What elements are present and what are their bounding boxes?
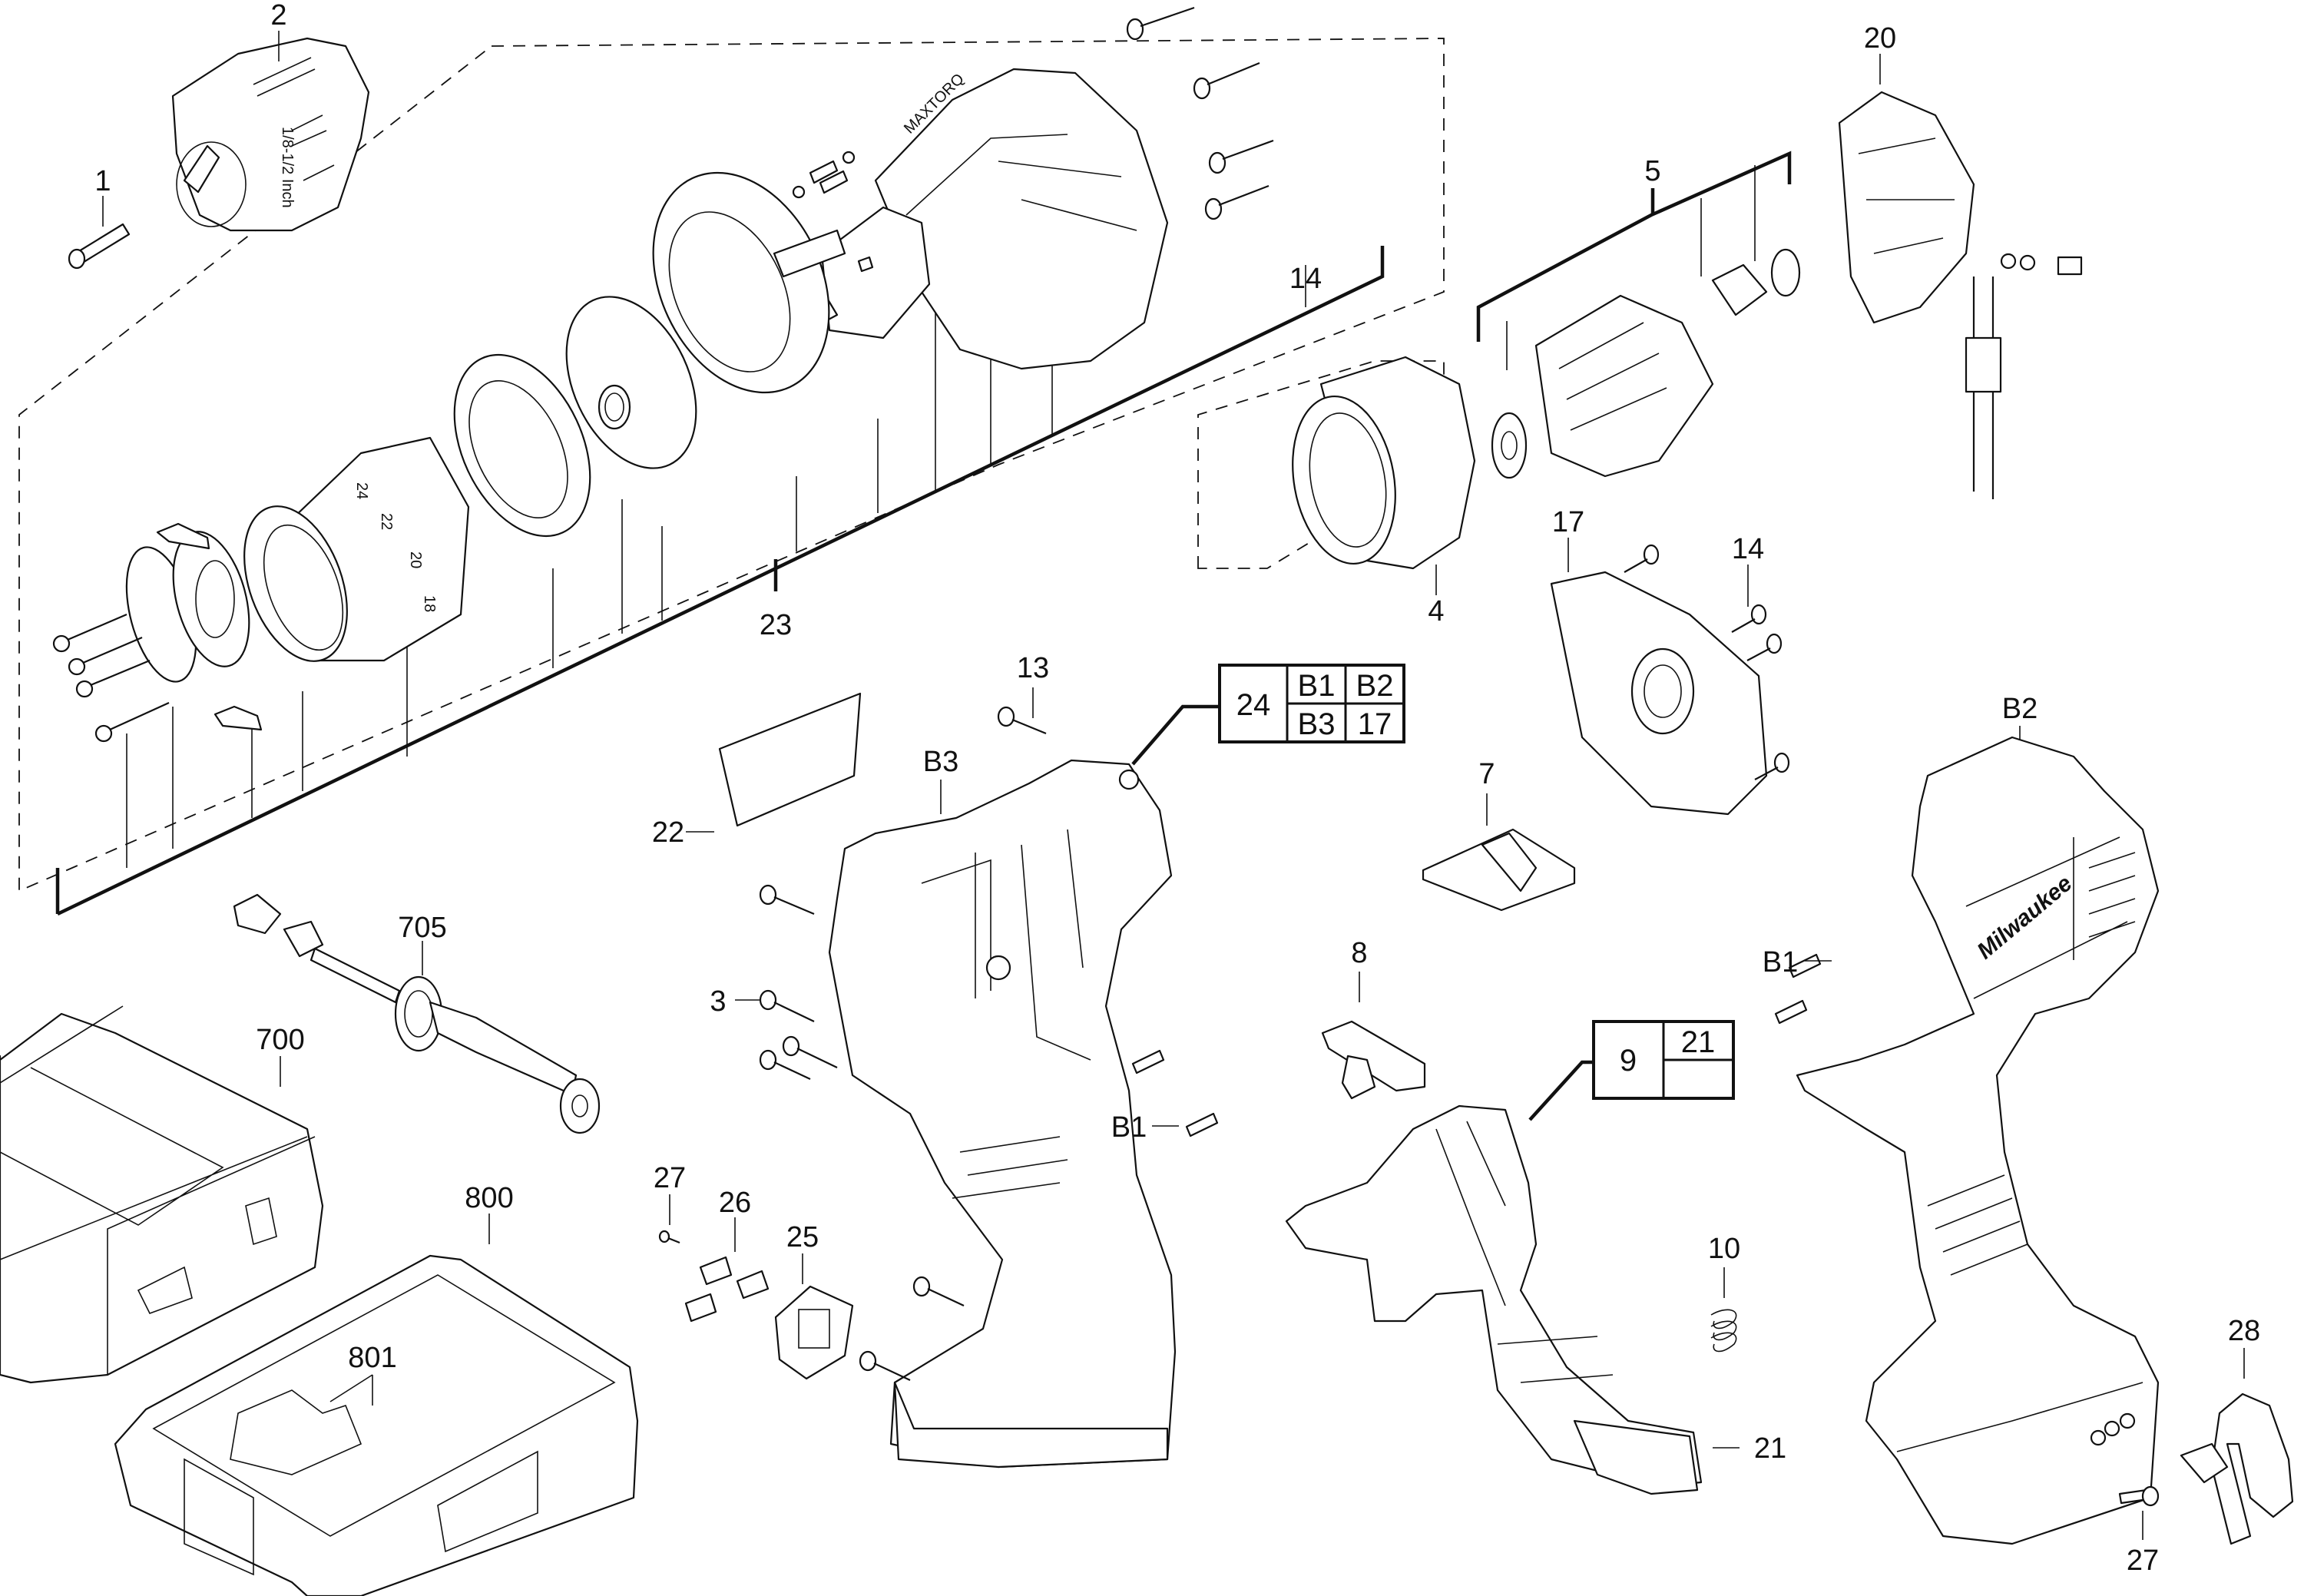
part-17-end-plate — [1550, 538, 1790, 816]
clutch-collar: 24 22 20 18 — [243, 436, 470, 662]
label-22: 22 — [652, 816, 684, 849]
label-801: 801 — [348, 1342, 396, 1374]
label-27-left: 27 — [654, 1162, 686, 1194]
gearbox-assembly-envelope — [18, 38, 1445, 892]
kit-9-main: 9 — [1620, 1044, 1637, 1078]
part-26-clips — [684, 1217, 770, 1323]
part-b1-pins-right — [1774, 953, 1832, 1025]
label-21: 21 — [1754, 1432, 1786, 1465]
label-705: 705 — [398, 912, 446, 944]
kit-24-cell-b1: B1 — [1298, 669, 1336, 703]
part-8-trigger — [1321, 972, 1426, 1100]
label-1: 1 — [94, 165, 111, 197]
front-plate-screws — [52, 522, 263, 743]
kit-box-9: 9 21 — [1528, 1020, 1735, 1121]
svg-text:24: 24 — [353, 482, 370, 499]
kit-24-cell-b3: B3 — [1298, 707, 1336, 741]
part-b2-right-housing: Milwaukee — [1796, 726, 2160, 1545]
clutch-ring — [453, 353, 591, 538]
label-13: 13 — [1017, 652, 1049, 684]
kit-24-cell-b2: B2 — [1356, 669, 1394, 703]
label-26: 26 — [719, 1187, 751, 1219]
motor-stator-envelope — [1197, 360, 1445, 569]
housing-screws — [735, 884, 965, 1381]
part-801-insert — [329, 1374, 373, 1406]
svg-text:18: 18 — [421, 595, 438, 612]
label-14-top: 14 — [1289, 263, 1322, 295]
label-b2: B2 — [2002, 693, 2038, 725]
part-9-switch-assembly — [1285, 1104, 1740, 1495]
label-14-mid: 14 — [1732, 533, 1764, 565]
kit-9-cell-21: 21 — [1681, 1025, 1716, 1059]
part-1-pin — [68, 196, 131, 270]
part-705-side-handle — [233, 893, 601, 1134]
part-20-brush-holder — [1838, 54, 2083, 499]
part-5-armature — [1476, 151, 1801, 479]
gearbox-screws — [1126, 6, 1274, 220]
kit-24-main: 24 — [1236, 688, 1271, 722]
part-22-label — [686, 692, 862, 833]
label-b1-mid: B1 — [1111, 1111, 1147, 1144]
label-4: 4 — [1428, 595, 1444, 627]
label-b3: B3 — [923, 746, 958, 778]
part-10-spring — [1710, 1267, 1737, 1353]
part-labels: 2 1 20 5 14 23 4 17 14 13 B3 22 7 705 8 … — [94, 0, 2260, 1577]
part-b1-pins-mid — [1131, 1049, 1219, 1137]
part-2-chuck: 1/8-1/2 Inch — [171, 31, 370, 232]
label-700: 700 — [256, 1024, 304, 1056]
label-8: 8 — [1351, 937, 1367, 969]
kit-24-cell-17: 17 — [1358, 707, 1392, 741]
label-5: 5 — [1644, 155, 1660, 187]
part-13-screw — [997, 687, 1047, 735]
part-4-stator — [1292, 356, 1476, 595]
label-b1-right: B1 — [1763, 946, 1798, 978]
label-25: 25 — [786, 1221, 819, 1253]
clutch-housing — [652, 171, 874, 394]
kit-box-24: 24 B1 B2 B3 17 — [1131, 664, 1405, 766]
gearbox-transmission: MAXTORQ — [792, 68, 1169, 370]
part-7-direction-switch — [1422, 793, 1576, 912]
clutch-number-labels: 24 22 20 18 — [353, 482, 438, 612]
svg-text:20: 20 — [407, 551, 424, 568]
label-10: 10 — [1708, 1233, 1740, 1265]
part-27-screw-left — [658, 1194, 680, 1244]
label-800: 800 — [465, 1182, 513, 1214]
part-27-screw-right — [2118, 1485, 2160, 1540]
part-700-case — [0, 1005, 324, 1384]
label-20: 20 — [1864, 22, 1896, 55]
label-28: 28 — [2228, 1315, 2260, 1347]
part-25-switch-cover — [774, 1253, 854, 1380]
label-23: 23 — [760, 609, 792, 641]
part-800-case — [114, 1214, 639, 1596]
label-27-right: 27 — [2127, 1545, 2159, 1577]
part-28-belt-clip — [2180, 1348, 2294, 1545]
label-17: 17 — [1552, 506, 1584, 538]
label-3: 3 — [710, 985, 726, 1018]
label-7: 7 — [1478, 758, 1495, 790]
chuck-size-marking: 1/8-1/2 Inch — [279, 127, 296, 208]
label-2: 2 — [270, 0, 286, 31]
svg-text:22: 22 — [378, 513, 395, 530]
thrust-disc — [565, 296, 697, 469]
part-b3-left-housing — [828, 759, 1177, 1469]
